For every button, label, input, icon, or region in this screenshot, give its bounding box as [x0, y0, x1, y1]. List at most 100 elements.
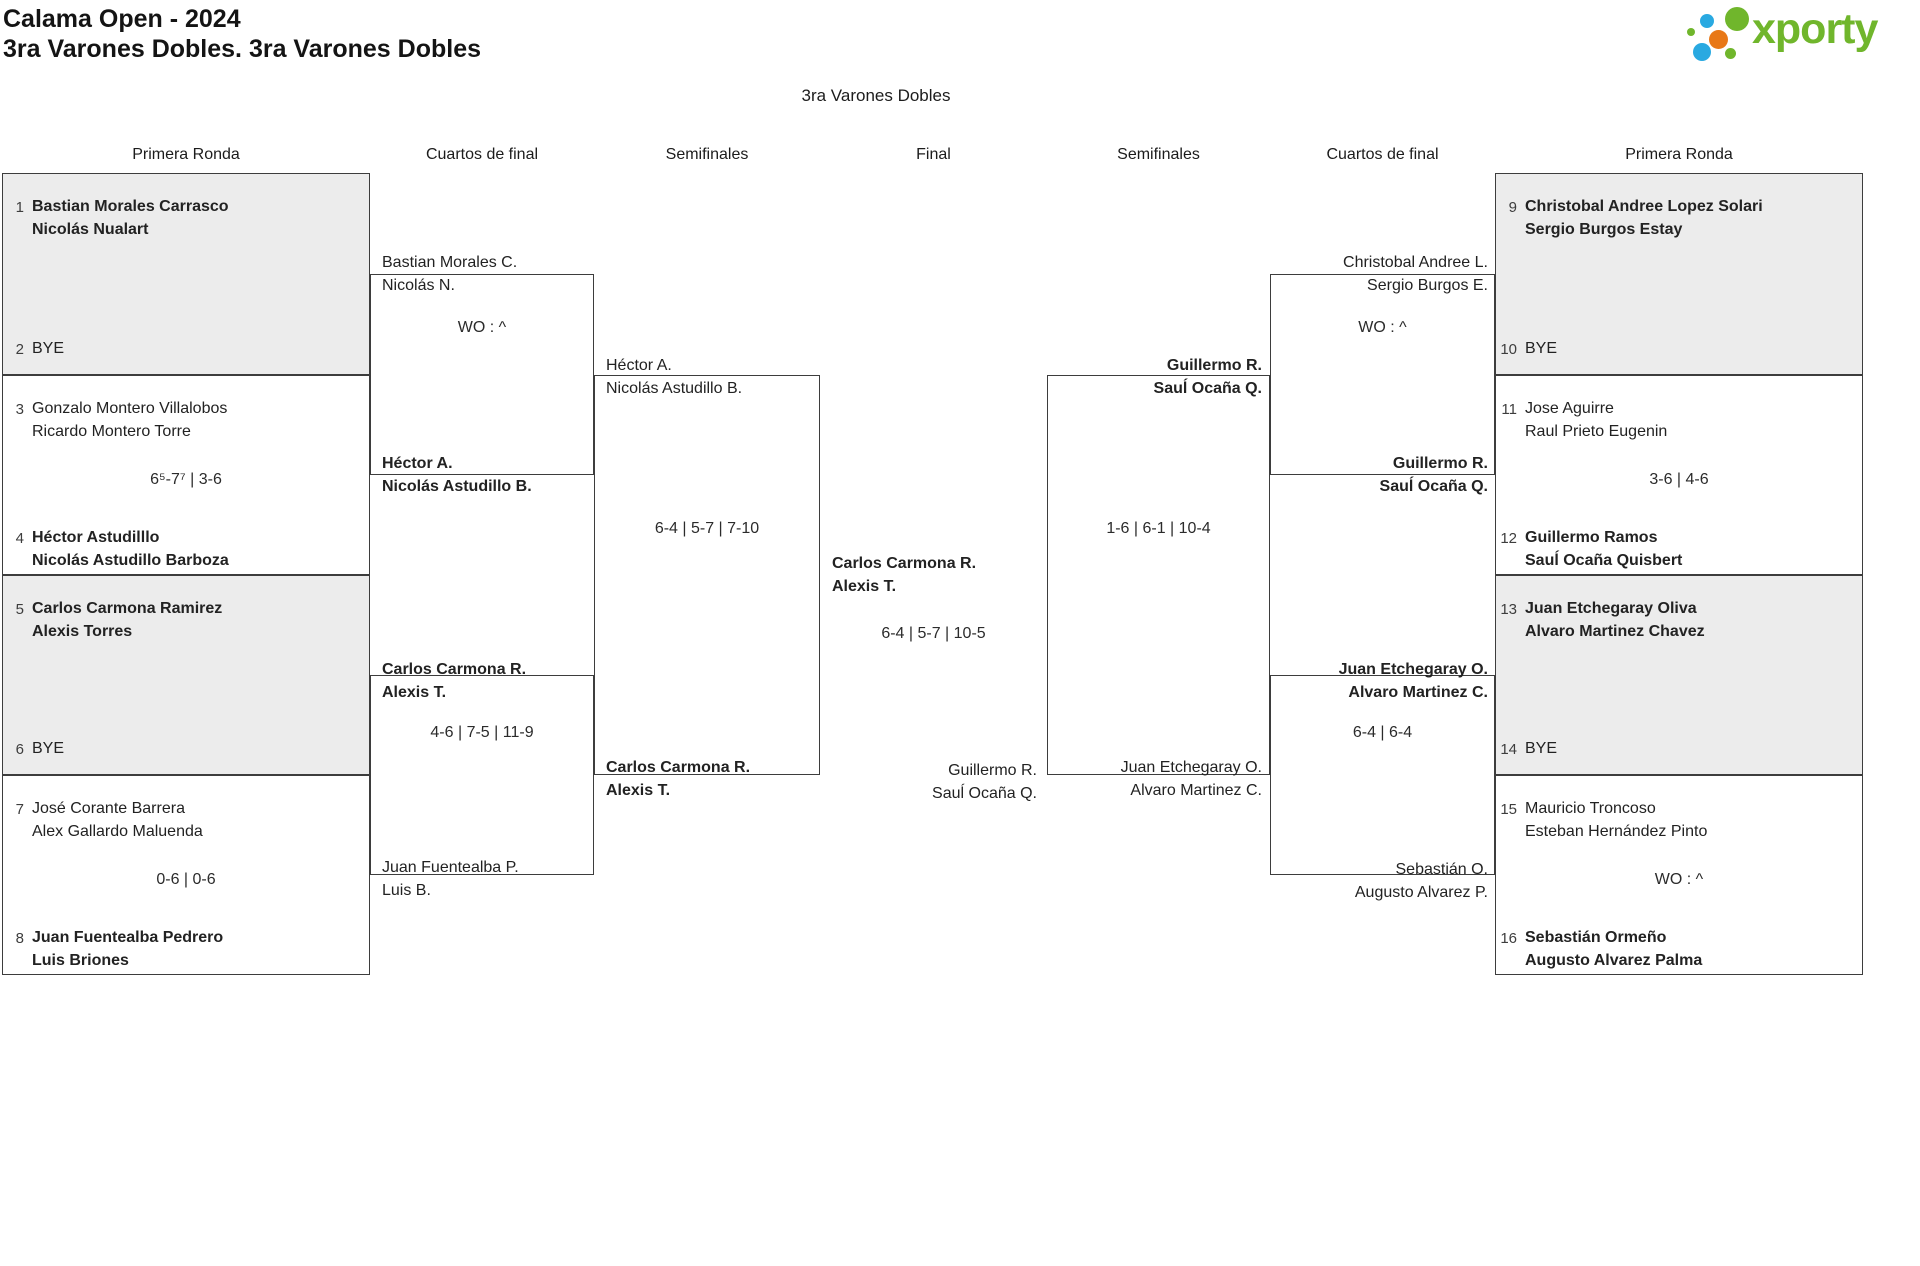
team-label-sf-winner: Guillermo R. Sauĺ Ocaña Q. [1154, 308, 1262, 446]
team-name-bye: BYE [32, 340, 65, 357]
bracket-title: 3ra Varones Dobles [801, 86, 951, 105]
logo-dot-blue-large [1693, 43, 1711, 61]
team-name: Sebastián O. [1395, 861, 1489, 878]
round-header-primera-ronda-left: Primera Ronda [132, 146, 240, 163]
team-name: Alvaro Martinez C. [1130, 782, 1262, 799]
team-name: Nicolás N. [382, 277, 455, 294]
team-name: Sebastián Ormeño [1525, 929, 1667, 946]
team-name: Juan Fuentealba Pedrero [32, 929, 224, 946]
logo-dot-green-small [1725, 48, 1736, 59]
match-box-qf-right-1 [1270, 274, 1495, 475]
round-header-cuartos-right: Cuartos de final [1326, 146, 1439, 163]
team-name: Augusto Alvarez Palma [1525, 952, 1703, 969]
team-label-final-champion: Carlos Carmona R.Alexis T. [832, 506, 976, 644]
seed-number: 15 [1500, 801, 1517, 818]
seed-number: 12 [1500, 530, 1517, 547]
team-name: Sauĺ Ocaña Quisbert [1525, 552, 1683, 569]
seed-number: 9 [1508, 199, 1517, 216]
match-box-r1-right-1 [1495, 173, 1863, 375]
team-entry-seed-14: 14 BYE [1497, 737, 1857, 761]
seed-number: 8 [15, 930, 24, 947]
team-name: Guillermo R. [1166, 357, 1262, 374]
team-label-qf-winner: Héctor A. Nicolás Astudillo B. [382, 406, 532, 544]
match-score: 3-6 | 4-6 [1649, 471, 1709, 488]
team-name: Alvaro Martinez C. [1348, 684, 1488, 701]
team-name: Héctor A. [382, 455, 453, 472]
match-box-qf-left-1 [370, 274, 594, 475]
team-name: Héctor Astudilllo [32, 529, 160, 546]
team-name-bye: BYE [1525, 740, 1558, 757]
match-box-qf-left-2 [370, 675, 594, 875]
round-header-semifinales-right: Semifinales [1117, 146, 1200, 163]
team-name: Carlos Carmona R. [832, 555, 977, 572]
team-entry-seed-6: 6 BYE [4, 737, 364, 761]
match-score: 6-4 | 5-7 | 7-10 [654, 520, 760, 537]
match-score: WO : ^ [1358, 319, 1407, 336]
team-name: Carlos Carmona R. [606, 759, 751, 776]
match-score: 6⁵-7⁷ | 3-6 [150, 471, 222, 488]
match-score: 6-4 | 5-7 | 10-5 [881, 625, 986, 642]
team-name: Sauĺ Ocaña Q. [932, 785, 1037, 802]
team-name: Bastian Morales Carrasco [32, 198, 229, 215]
seed-number: 10 [1500, 341, 1517, 358]
seed-number: 5 [15, 601, 24, 618]
team-name: Guillermo R. [1392, 455, 1488, 472]
team-name: Jose Aguirre [1525, 400, 1614, 417]
team-label-qf: Juan Fuentealba P.Luis B. [382, 810, 519, 948]
team-entry-seed-10: 10 BYE [1497, 337, 1857, 361]
match-box-r1-right-4 [1495, 775, 1863, 975]
team-name: Alex Gallardo Maluenda [32, 823, 203, 840]
page-subtitle: 3ra Varones Dobles. 3ra Varones Dobles [3, 35, 482, 63]
team-name: Guillermo Ramos [1525, 529, 1658, 546]
seed-number: 11 [1501, 401, 1517, 418]
team-name: Nicolás Astudillo Barboza [32, 552, 229, 569]
team-name: Carlos Carmona Ramirez [32, 600, 223, 617]
logo-dot-blue-small [1700, 14, 1714, 28]
team-name: Christobal Andree L. [1343, 254, 1488, 271]
team-label-qf-winner: Juan Etchegaray O.Alvaro Martinez C. [1339, 612, 1488, 750]
team-name: Nicolás Astudillo B. [382, 478, 532, 495]
seed-number: 7 [15, 801, 24, 818]
match-box-qf-right-2 [1270, 675, 1495, 875]
team-name: Augusto Alvarez P. [1354, 884, 1488, 901]
team-name: Sauĺ Ocaña Q. [1153, 380, 1262, 397]
seed-number: 2 [15, 341, 24, 358]
match-score: 1-6 | 6-1 | 10-4 [1106, 520, 1211, 537]
team-name: Alexis T. [606, 782, 671, 799]
round-header-primera-ronda-right: Primera Ronda [1625, 146, 1733, 163]
team-label-qf: Sebastián O. Augusto Alvarez P. [1355, 812, 1488, 950]
team-name: Héctor A. [606, 357, 672, 374]
team-name: Juan Etchegaray Oliva [1525, 600, 1697, 617]
match-box-r1-left-1 [2, 173, 370, 375]
team-label-final-runnerup: Guillermo R.Sauĺ Ocaña Q. [932, 713, 1037, 851]
logo-dot-green-tiny [1687, 28, 1695, 36]
team-name: Alexis Torres [32, 623, 133, 640]
match-score: WO : ^ [457, 319, 507, 336]
team-name: Alvaro Martinez Chavez [1525, 623, 1705, 640]
match-box-r1-right-3 [1495, 575, 1863, 775]
team-label-sf-winner: Carlos Carmona R. Alexis T. [606, 710, 750, 848]
logo-dot-orange [1709, 30, 1728, 49]
seed-number: 16 [1500, 930, 1517, 947]
team-name: Sauĺ Ocaña Q. [1379, 478, 1488, 495]
logo-text: xporty [1752, 5, 1878, 53]
team-name: Sergio Burgos E. [1367, 277, 1488, 294]
seed-number: 1 [15, 199, 24, 216]
seed-number: 13 [1500, 601, 1517, 618]
team-name-bye: BYE [1525, 340, 1558, 357]
round-header-cuartos-left: Cuartos de final [425, 146, 539, 163]
match-score: 4-6 | 7-5 | 11-9 [430, 724, 534, 741]
match-box-r1-left-2 [2, 375, 370, 575]
match-box-sf-right [1047, 375, 1270, 775]
seed-number: 6 [15, 741, 24, 758]
team-label-qf-winner: Carlos Carmona R.Alexis T. [382, 612, 526, 750]
